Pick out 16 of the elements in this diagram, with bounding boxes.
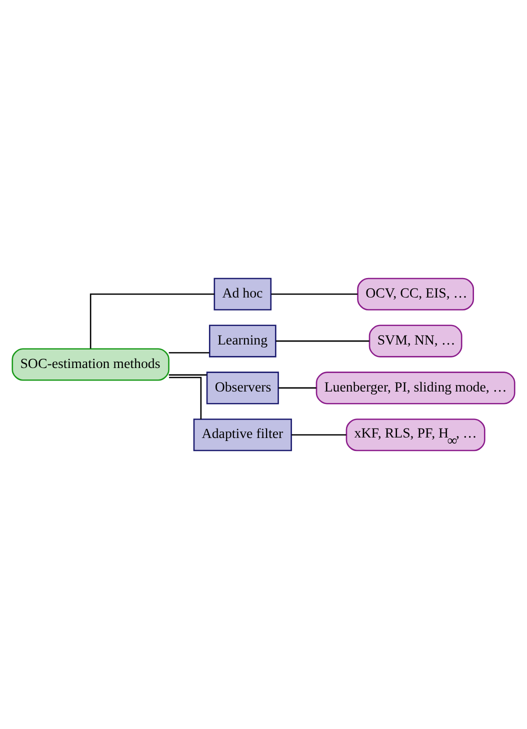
node-box: Learning [208, 324, 276, 358]
connector [169, 376, 202, 420]
connector [278, 387, 316, 389]
connector [276, 340, 370, 342]
node-box: Observers [206, 372, 279, 404]
connector [90, 293, 214, 349]
node-box: OCV, CC, EIS, … [357, 278, 474, 310]
node-box: Ad hoc [214, 278, 272, 310]
connector [168, 352, 210, 354]
node-box: SOC-estimation methods [12, 348, 170, 381]
connector [271, 293, 358, 295]
connector [168, 374, 207, 376]
node-box: Adaptive filter [193, 418, 292, 452]
connector [292, 434, 346, 436]
node-box: SVM, NN, … [368, 324, 462, 358]
node-box: Luenberger, PI, sliding mode, … [316, 372, 516, 404]
